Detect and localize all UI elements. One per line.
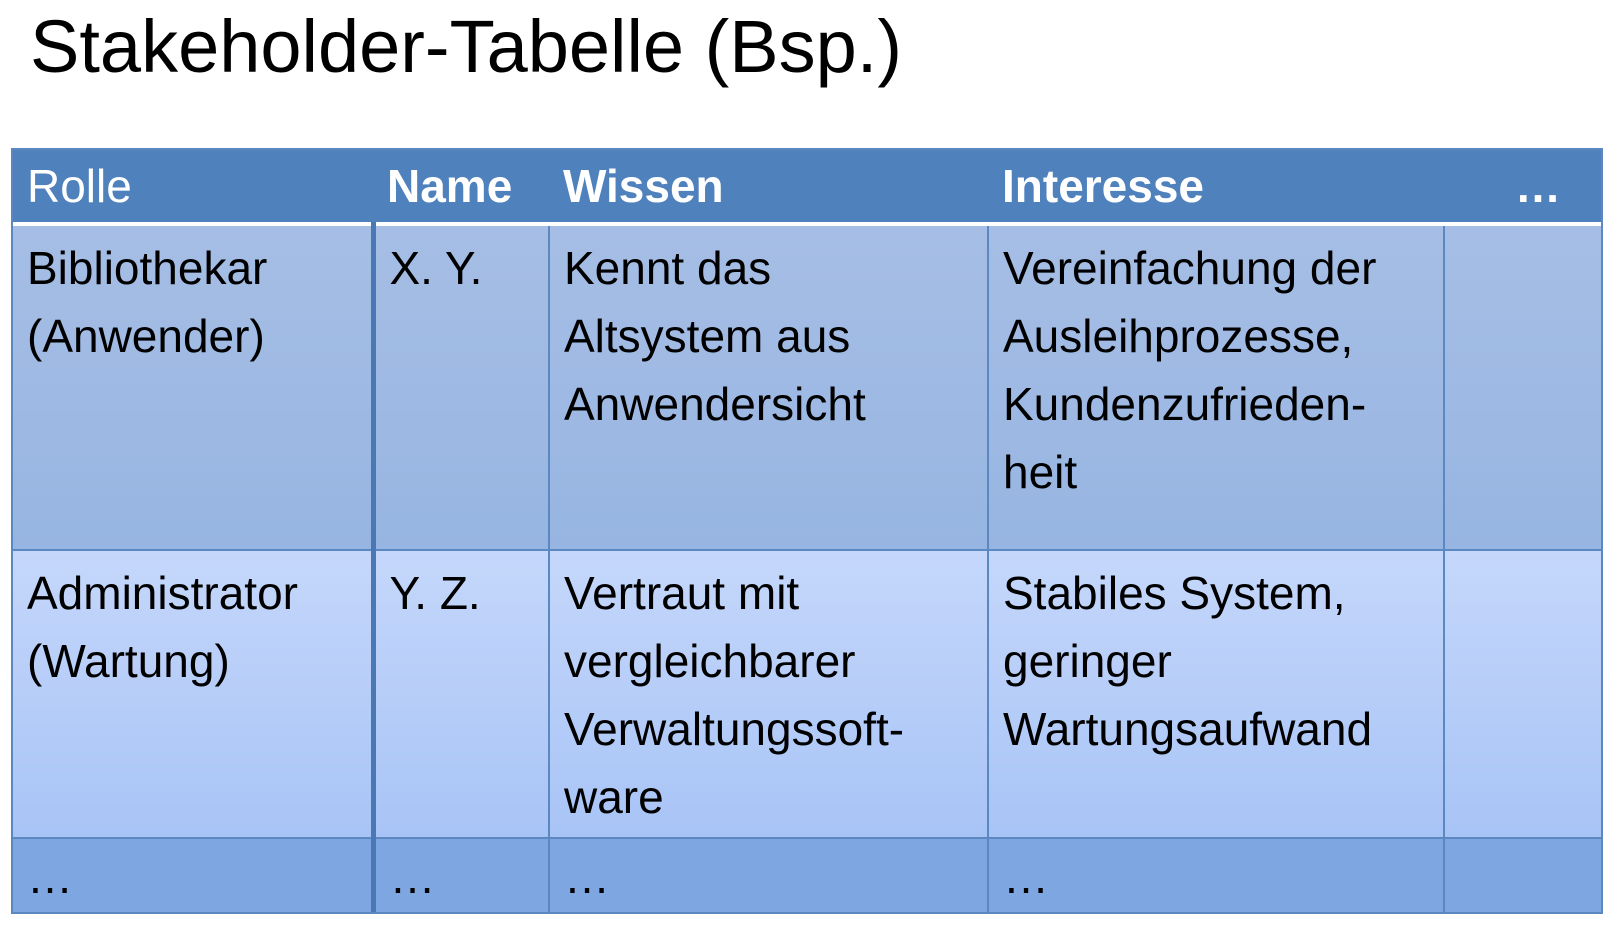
cell-text: Kennt das: [564, 241, 772, 294]
cell-text: Vereinfachung der: [1003, 241, 1377, 294]
header-interesse: Interesse: [988, 150, 1444, 226]
cell-name: X. Y.: [373, 223, 550, 552]
cell-text: …: [27, 851, 73, 904]
cell-text: Administrator: [27, 567, 298, 620]
cell-text: Bibliothekar: [27, 241, 268, 294]
cell-text: Vertraut mit: [564, 567, 800, 620]
cell-text: Altsystem aus: [564, 309, 851, 362]
cell-more: [1444, 838, 1601, 912]
cell-text: Verwaltungssoft-: [564, 703, 905, 756]
header-wissen: Wissen: [549, 150, 988, 226]
cell-wissen: …: [549, 838, 989, 912]
cell-interesse: Vereinfachung der Ausleihprozesse, Kunde…: [988, 223, 1445, 552]
table-header-row: Rolle Name Wissen Interesse …: [13, 150, 1601, 226]
cell-text: …: [1003, 851, 1049, 904]
cell-wissen: Vertraut mit vergleichbarer Verwaltungss…: [549, 550, 989, 840]
cell-text: geringer: [1003, 635, 1172, 688]
stakeholder-table: Rolle Name Wissen Interesse … Bibliothek…: [11, 148, 1603, 914]
cell-name: …: [373, 838, 550, 912]
cell-rolle: Bibliothekar (Anwender): [13, 223, 376, 552]
cell-text: Y. Z.: [389, 567, 481, 620]
cell-text: Wartungsaufwand: [1003, 703, 1373, 756]
slide-title: Stakeholder-Tabelle (Bsp.): [30, 5, 902, 88]
cell-more: [1444, 550, 1601, 840]
cell-text: Ausleihprozesse,: [1003, 309, 1354, 362]
cell-more: [1444, 223, 1601, 552]
table-row: Bibliothekar (Anwender) X. Y. Kennt das …: [13, 223, 1601, 552]
cell-rolle: …: [13, 838, 376, 912]
header-name: Name: [373, 150, 549, 226]
cell-interesse: Stabiles System, geringer Wartungsaufwan…: [988, 550, 1445, 840]
cell-text: heit: [1003, 445, 1078, 498]
cell-text: ware: [564, 771, 664, 824]
cell-text: X. Y.: [389, 241, 483, 294]
table-row: Administrator (Wartung) Y. Z. Vertraut m…: [13, 550, 1601, 840]
cell-text: Anwendersicht: [564, 377, 866, 430]
cell-wissen: Kennt das Altsystem aus Anwendersicht: [549, 223, 989, 552]
cell-text: vergleichbarer: [564, 635, 856, 688]
cell-text: (Anwender): [27, 309, 265, 362]
table-row: … … … …: [13, 838, 1601, 912]
cell-rolle: Administrator (Wartung): [13, 550, 376, 840]
cell-text: …: [389, 851, 436, 904]
cell-text: Stabiles System,: [1003, 567, 1346, 620]
cell-interesse: …: [988, 838, 1445, 912]
cell-text: (Wartung): [27, 635, 230, 688]
cell-text: …: [564, 851, 610, 904]
cell-text: Kundenzufrieden-: [1003, 377, 1367, 430]
cell-name: Y. Z.: [373, 550, 550, 840]
header-rolle: Rolle: [13, 150, 373, 226]
header-more: …: [1444, 150, 1601, 226]
